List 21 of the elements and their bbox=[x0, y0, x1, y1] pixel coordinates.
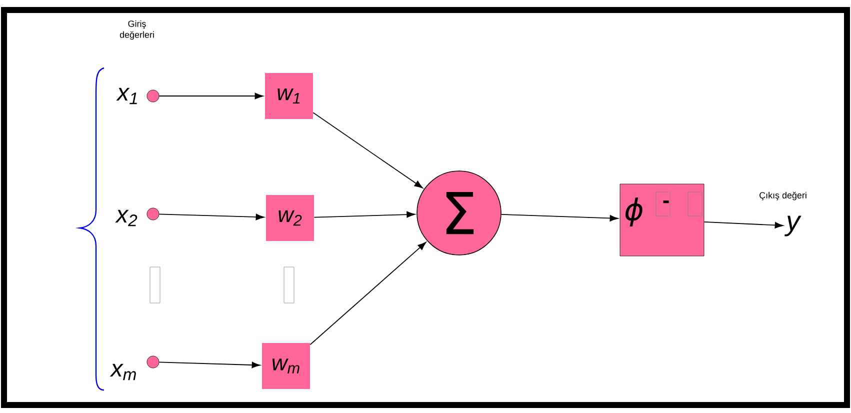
arrow bbox=[310, 242, 426, 346]
label: Giriş değerleri bbox=[120, 20, 154, 40]
arrow bbox=[158, 214, 264, 220]
arrow bbox=[500, 214, 618, 222]
input-dot bbox=[146, 208, 160, 220]
arrow bbox=[158, 362, 260, 368]
arrow bbox=[158, 92, 264, 100]
arrow bbox=[704, 222, 784, 228]
output-symbol: y bbox=[784, 216, 802, 236]
input-dot bbox=[146, 356, 160, 368]
weight-box: w$_{m}$ bbox=[262, 343, 310, 389]
input-symbol: x$_{m}$ bbox=[110, 364, 136, 380]
activation-box: ϕ - bbox=[620, 184, 704, 256]
input-dot bbox=[146, 90, 160, 102]
input-symbol: x$_{2}$ bbox=[115, 210, 138, 226]
input-symbol: x$_{1}$ bbox=[116, 88, 137, 104]
output-label: Çıkış değeri bbox=[760, 192, 806, 200]
arrow bbox=[314, 211, 416, 218]
arrow bbox=[312, 112, 423, 188]
weight-box: w$_{1}$ bbox=[265, 73, 313, 119]
weight-box: w$_{2}$ bbox=[266, 195, 314, 241]
